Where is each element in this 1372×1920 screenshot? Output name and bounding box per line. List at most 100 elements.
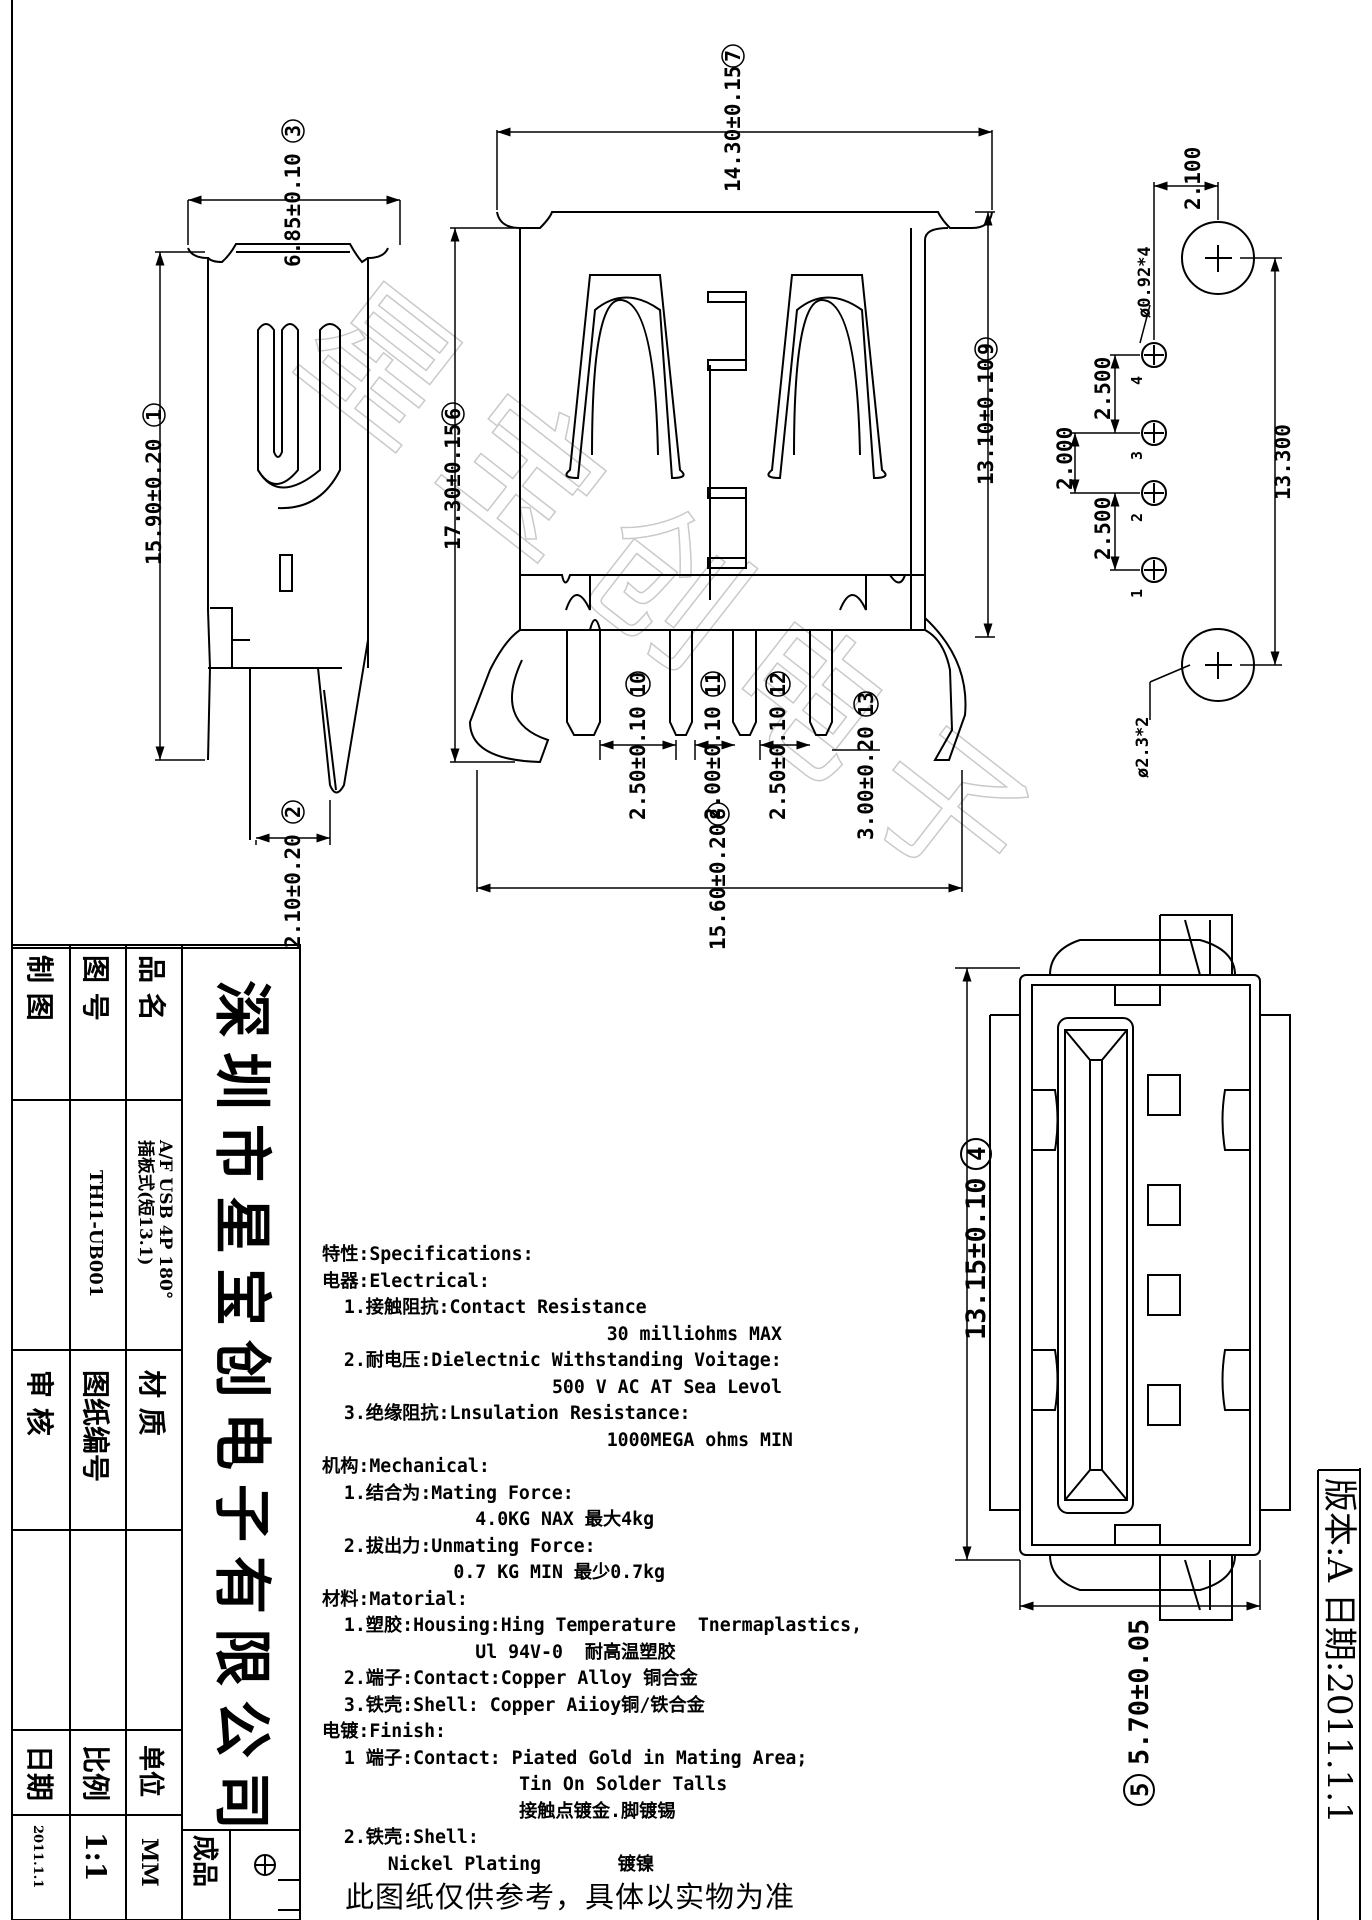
- spec-line: 机构:Mechanical:: [322, 1456, 490, 1477]
- spec-line: 4.0KG NAX 最大4kg: [322, 1509, 655, 1530]
- fp-dim-2100: 2.100: [1181, 147, 1205, 210]
- tb-drawing-no-label: 图 号: [79, 955, 112, 1021]
- spec-line: 2.拔出力:Unmating Force:: [322, 1535, 596, 1557]
- dim-label-6: 17.30±0.15 6: [441, 402, 465, 550]
- dim-3-value: 6.85±0.10: [281, 153, 305, 267]
- dim-7-value: 14.30±0.15: [721, 66, 745, 192]
- tb-date-value: 2011.1.1: [30, 1825, 45, 1888]
- spec-line: 特性:Specifications:: [322, 1244, 534, 1265]
- fp-pitch-b: 2.000: [1053, 427, 1077, 490]
- spec-line: 2.端子:Contact:Copper Alloy 铜合金: [322, 1668, 698, 1689]
- fp-pitch-a: 2.500: [1091, 357, 1115, 420]
- dim-9-marker: 9: [974, 343, 998, 355]
- tb-product-name-value-1: A/F USB 4P 180°: [155, 1139, 175, 1299]
- dim-2-marker: 2: [281, 806, 305, 818]
- fp-hole-large: ø2.3*2: [1133, 717, 1153, 778]
- dim-5-value: 5.70±0.05: [1124, 1619, 1155, 1765]
- spec-line: 2.耐电压:Dielectnic Withstanding Voitage:: [322, 1350, 782, 1371]
- tb-review-label: 审 核: [23, 1370, 56, 1436]
- tb-finished-label: 成品: [189, 1835, 219, 1887]
- dim-8-value: 15.60±0.20: [706, 824, 730, 950]
- dim-1-value: 15.90±0.20: [142, 439, 166, 565]
- footprint-labels: 2.100 ø0.92*4 2.500 2.000 2.500 13.300 ø…: [1053, 147, 1295, 778]
- dim-label-9: 13.10±0.10 9: [974, 337, 998, 485]
- fp-pin-2: 2: [1128, 513, 1146, 522]
- dim-12-value: 2.50±0.10: [766, 706, 790, 820]
- dim-label-12: 2.50±0.10 12: [765, 671, 791, 820]
- dim-11-marker: 11: [701, 672, 725, 696]
- dim-3-marker: 3: [281, 125, 305, 137]
- tb-company: 深圳市星宝创电子有限公司: [208, 980, 276, 1844]
- tb-scale-value: 1:1: [79, 1832, 112, 1881]
- spec-line: 3.铁壳:Shell: Copper Aiioy铜/铁合金: [322, 1694, 705, 1716]
- spec-line: 1000MEGA ohms MIN: [322, 1429, 793, 1451]
- dim-label-10: 2.50±0.10 10: [625, 671, 651, 820]
- spec-line: 材料:Matorial:: [322, 1588, 468, 1610]
- dim-label-1: 15.90±0.20 1: [142, 403, 166, 565]
- dim-label-8: 15.60±0.20 8: [706, 802, 730, 950]
- side-view: [187, 243, 389, 840]
- dim-10-marker: 10: [626, 672, 650, 696]
- dim-6-marker: 6: [441, 408, 465, 420]
- version-box: 版本:A 日期:2011.1.1: [1317, 1469, 1360, 1920]
- spec-line: 电器:Electrical:: [322, 1270, 490, 1292]
- fp-span: 13.300: [1271, 424, 1295, 500]
- side-view-dimensions: [155, 195, 401, 845]
- dim-4-value: 13.15±0.10: [961, 1177, 992, 1340]
- spec-line: 1.结合为:Mating Force:: [322, 1482, 574, 1504]
- spec-line: 1 端子:Contact: Piated Gold in Mating Area…: [322, 1747, 808, 1769]
- dim-4-marker: 4: [963, 1147, 991, 1161]
- dim-5-marker: 5: [1126, 1783, 1154, 1797]
- dim-11-value: 2.00±0.10: [701, 706, 725, 820]
- top-view-dimensions: [955, 967, 1261, 1611]
- specifications-block: 特性:Specifications: 电器:Electrical: 1.接触阻抗:…: [322, 1242, 962, 1878]
- tb-unit-label: 单位: [135, 1745, 166, 1797]
- dim-8-marker: 8: [706, 808, 730, 820]
- dim-label-11: 2.00±0.10 11: [700, 671, 726, 820]
- dim-2-value: 2.10±0.20: [281, 834, 305, 948]
- tb-date-label: 日期: [23, 1745, 56, 1801]
- fp-pin-1: 1: [1128, 589, 1146, 598]
- tb-drawing-no-value: THI1-UB001: [85, 1170, 106, 1297]
- dim-label-3: 6.85±0.10 3: [281, 119, 305, 267]
- dim-label-2: 2.10±0.20 2: [281, 800, 305, 948]
- dim-1-marker: 1: [142, 409, 166, 421]
- spec-line: 接触点镀金.脚镀锡: [322, 1800, 676, 1822]
- tb-drawn-by-label: 制 图: [23, 955, 56, 1021]
- spec-line: 3.绝缘阻抗:Lnsulation Resistance:: [322, 1403, 691, 1424]
- tb-sheet-no-label: 图纸编号: [79, 1370, 112, 1482]
- tb-product-name-label: 品 名: [135, 955, 168, 1021]
- dim-13-value: 3.00±0.20: [854, 726, 878, 840]
- fp-pitch-c: 2.500: [1091, 497, 1115, 560]
- dim-6-value: 17.30±0.15: [441, 424, 465, 550]
- dim-label-4: 13.15±0.10 4: [960, 1138, 992, 1340]
- fp-pin-4: 4: [1128, 376, 1146, 385]
- title-block: [11, 944, 301, 1920]
- footprint: [1141, 221, 1255, 702]
- dim-10-value: 2.50±0.10: [626, 706, 650, 820]
- dim-label-13: 3.00±0.20 13: [853, 691, 879, 840]
- fp-hole-small: ø0.92*4: [1135, 246, 1155, 318]
- spec-line: Nickel Plating 镀镍: [322, 1853, 655, 1875]
- title-block-text: 深圳市星宝创电子有限公司 制 图 图 号 THI1-UB001 品 名 A/F …: [23, 955, 276, 1888]
- version-label: 版本:A 日期:2011.1.1: [1319, 1478, 1359, 1824]
- dim-13-marker: 13: [854, 692, 878, 716]
- spec-line: 30 milliohms MAX: [322, 1323, 782, 1345]
- dim-label-5: 5.70±0.05 5: [1123, 1619, 1155, 1806]
- spec-line: 电镀:Finish:: [322, 1721, 446, 1742]
- spec-line: Ul 94V-0 耐高温塑胶: [322, 1641, 676, 1663]
- footprint-dimensions: [1070, 181, 1282, 720]
- tb-unit-value: MM: [136, 1838, 162, 1887]
- spec-line: Tin On Solder Talls: [322, 1774, 728, 1795]
- disclaimer-note: 此图纸仅供参考，具体以实物为准: [345, 1880, 796, 1914]
- dim-9-value: 13.10±0.10: [974, 359, 998, 485]
- spec-line: 1.接触阻抗:Contact Resistance: [322, 1297, 647, 1318]
- spec-line: 1.塑胶:Housing:Hing Temperature Tnermaplas…: [322, 1615, 863, 1636]
- tb-scale-label: 比例: [79, 1745, 112, 1801]
- spec-line: 500 V AC AT Sea Levol: [322, 1376, 782, 1398]
- tb-product-name-value-2: 插板式(短13.1): [135, 1140, 156, 1266]
- dim-12-marker: 12: [766, 672, 790, 696]
- tb-material-label: 材 质: [135, 1370, 168, 1436]
- top-view: [989, 914, 1291, 1621]
